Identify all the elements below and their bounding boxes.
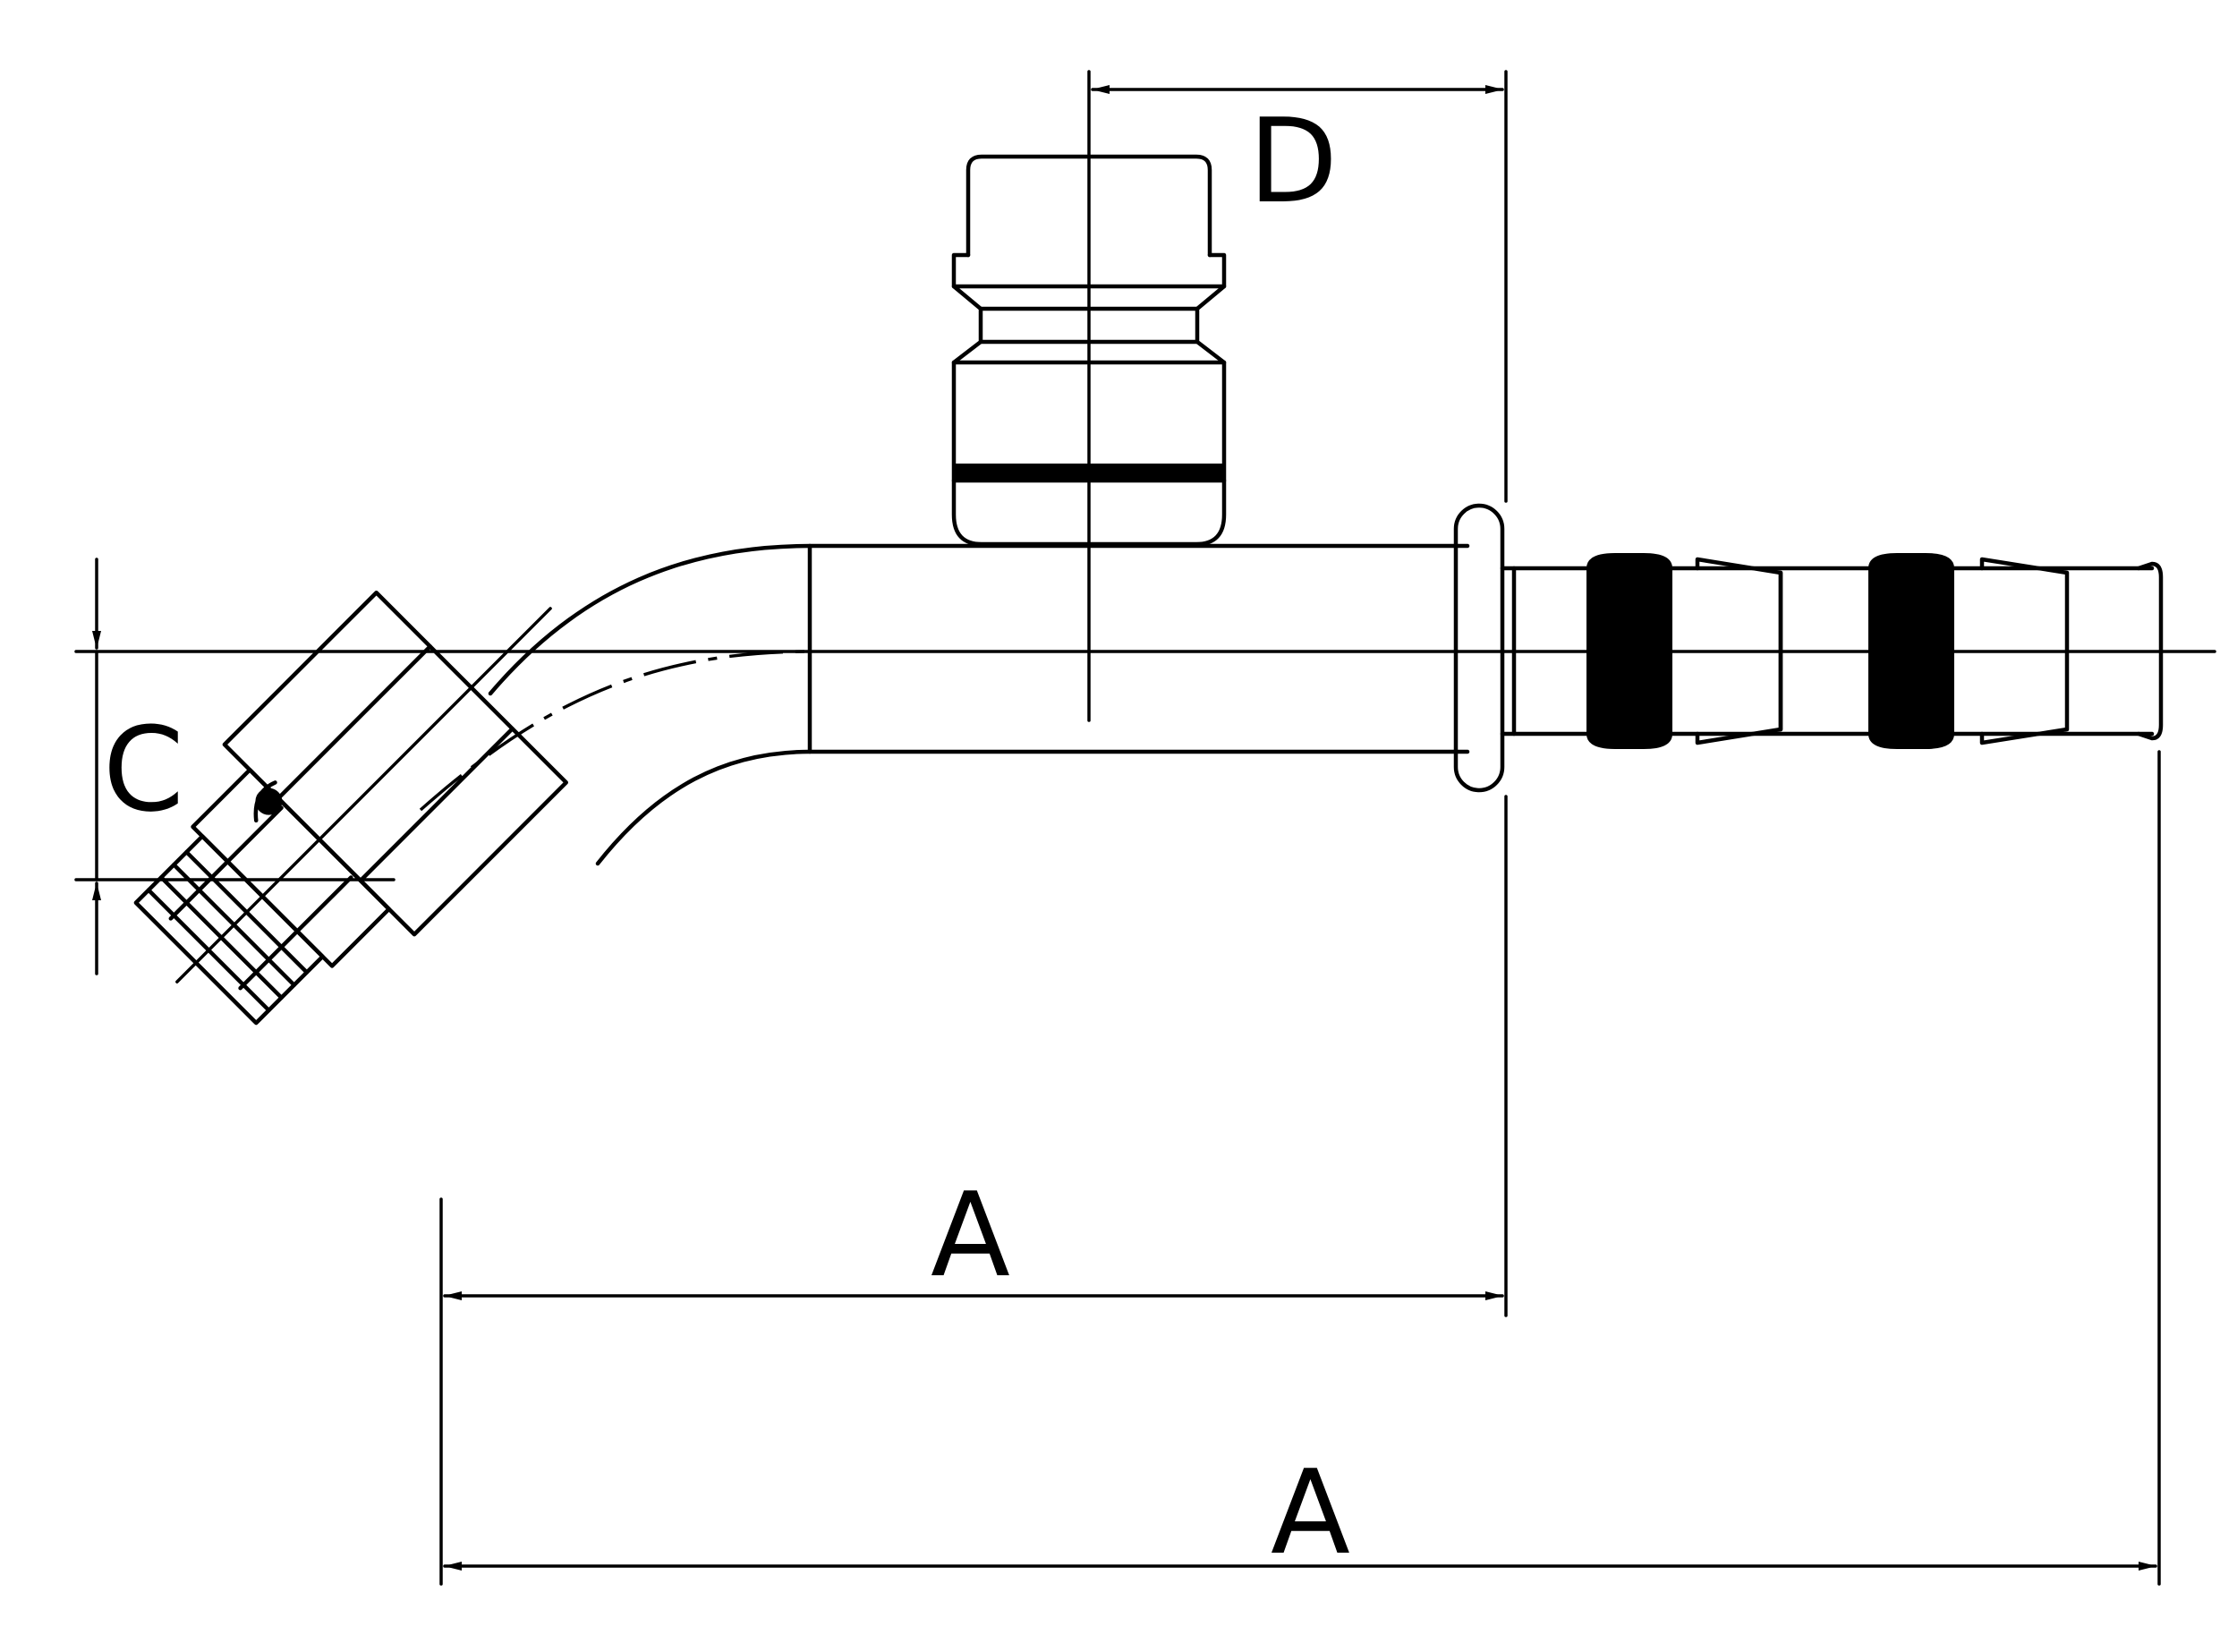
dim-a-short-label: A bbox=[931, 1167, 1010, 1303]
tail-barb-2 bbox=[1979, 557, 2070, 745]
port-cap bbox=[965, 154, 1212, 258]
tail-ring-1 bbox=[1586, 553, 1672, 749]
bend-centerline bbox=[419, 650, 811, 812]
flange-collar bbox=[1453, 503, 1505, 793]
flange-ring bbox=[1453, 503, 1505, 793]
port-collar bbox=[951, 252, 1227, 547]
dimension-a-short: A bbox=[439, 795, 1508, 1586]
dimension-c: C bbox=[74, 558, 396, 975]
nut-bore-bottom bbox=[238, 875, 353, 991]
nut-edge-1 bbox=[276, 644, 432, 801]
tail-end bbox=[2136, 561, 2164, 741]
nut-edge-2 bbox=[358, 727, 515, 883]
tube-lower-contour bbox=[595, 749, 1470, 866]
dim-c-label: C bbox=[103, 702, 184, 838]
port-o-ring bbox=[952, 464, 1226, 480]
service-port bbox=[951, 154, 1227, 547]
hose-tail bbox=[1500, 553, 2164, 749]
tube-upper-contour bbox=[488, 543, 1470, 696]
dimension-a-long: A bbox=[443, 750, 2161, 1586]
tail-ring-2 bbox=[1868, 553, 1954, 749]
dimension-d: D bbox=[1091, 70, 1508, 503]
dim-a-long-label: A bbox=[1271, 1444, 1350, 1580]
main-tube bbox=[419, 543, 1470, 866]
dim-d-label: D bbox=[1248, 93, 1338, 229]
nut-bore-top bbox=[168, 805, 284, 921]
nut-seal bbox=[253, 780, 277, 823]
swivel-nut bbox=[133, 591, 568, 1026]
nut-axis bbox=[175, 607, 552, 984]
